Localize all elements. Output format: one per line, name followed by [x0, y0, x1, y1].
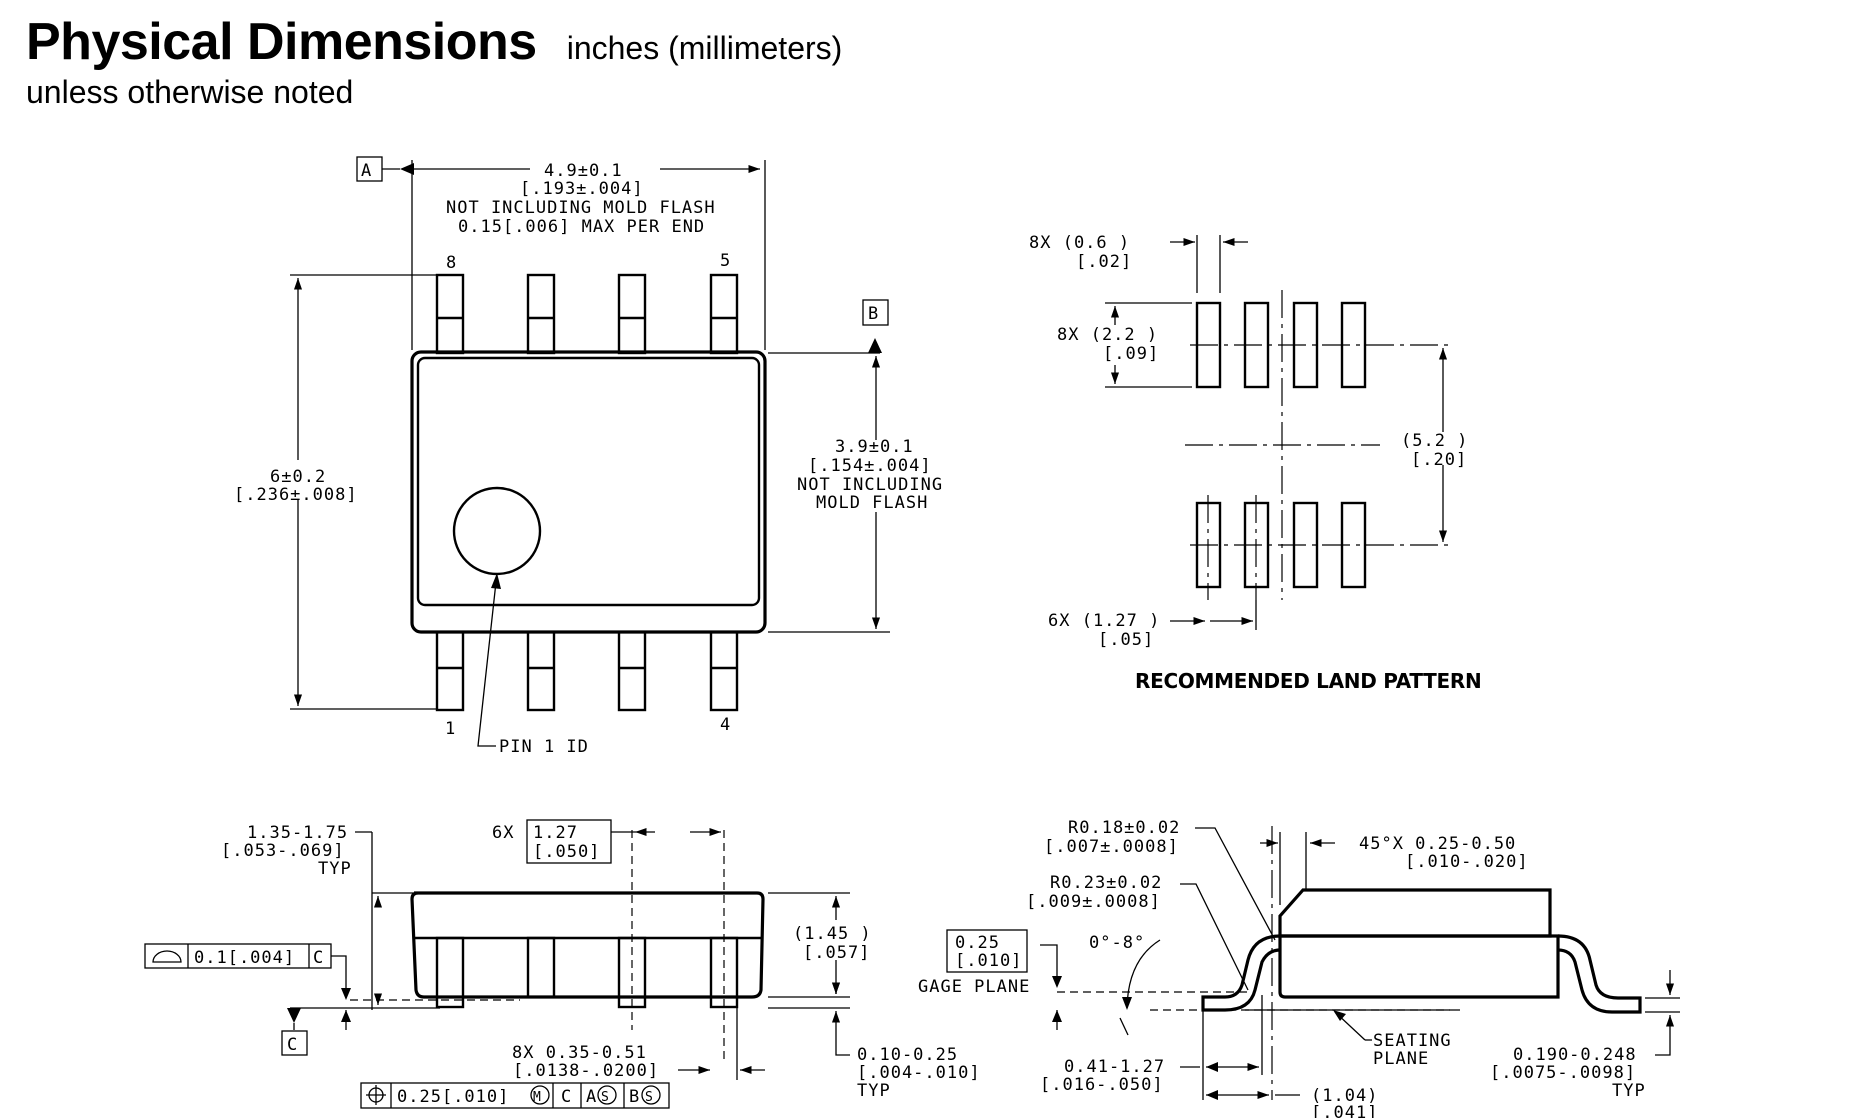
top-leads: [435, 273, 739, 355]
end-view-body: [1278, 888, 1552, 938]
row-span-mm: (5.2 ): [1401, 431, 1468, 451]
pad-width-in: [.02]: [1076, 252, 1132, 272]
position-datum-b: B: [629, 1087, 640, 1107]
length-mm: 4.9±0.1: [544, 161, 623, 181]
side-height-in: [.053-.069]: [221, 841, 345, 861]
land-pattern-caption: RECOMMENDED LAND PATTERN: [1135, 669, 1481, 693]
width-note-2: MOLD FLASH: [816, 493, 928, 513]
side-pitch-box: [526, 819, 612, 864]
side-pitch-mm: 1.27: [533, 823, 578, 843]
flatness-datum: C: [313, 948, 324, 968]
side-view-body: [410, 891, 765, 999]
gage-mm: 0.25: [955, 933, 1000, 953]
top-view: A 4.9±0.1 [.193±.004] NOT INCLUDING MOLD…: [234, 156, 943, 757]
position-datum-c: C: [561, 1087, 572, 1107]
datum-b-box: [862, 299, 889, 326]
datum-c-box: [281, 1030, 308, 1056]
side-view: 1.35-1.75 [.053-.069] TYP 6X 1.27 [.050]…: [144, 819, 981, 1109]
units-label: inches (millimeters): [566, 30, 843, 66]
gage-in: [.010]: [955, 951, 1022, 971]
side-pitch-in: [.050]: [533, 842, 600, 862]
row-span-in: [.20]: [1411, 450, 1467, 470]
datum-c-label: C: [287, 1035, 298, 1055]
width-in: [.154±.004]: [808, 456, 932, 476]
side-height-typ: TYP: [318, 859, 352, 879]
datum-b-label: B: [868, 304, 879, 324]
position-rfs-b: S: [645, 1090, 654, 1105]
package-body-inner: [416, 356, 761, 607]
lead-width-mm: 8X 0.35-0.51: [512, 1043, 647, 1063]
lead-thickness-typ: TYP: [1612, 1081, 1646, 1101]
standoff-mm: 0.10-0.25: [857, 1045, 958, 1065]
foot-ref-in: [.041]: [1311, 1103, 1378, 1118]
width-mm: 3.9±0.1: [835, 437, 914, 457]
pin-8-label: 8: [446, 253, 457, 273]
gage-box: [946, 929, 1028, 973]
land-pattern: 8X (0.6 ) [.02] 8X (2.2 ) [.09] (5.2 ) […: [1029, 233, 1482, 693]
lead-thickness-in: [.0075-.0098]: [1490, 1063, 1636, 1083]
lead-width-in: [.0138-.0200]: [513, 1061, 659, 1081]
side-body-mm: (1.45 ): [793, 924, 872, 944]
foot-length-in: [.016-.050]: [1040, 1075, 1164, 1095]
gage-plane-label: GAGE PLANE: [918, 977, 1030, 997]
flatness-tolerance: 0.1[.004]: [194, 948, 295, 968]
position-mmc: M: [533, 1090, 542, 1105]
length-note-1: NOT INCLUDING MOLD FLASH: [446, 198, 716, 218]
chamfer-mm: 45°X 0.25-0.50: [1359, 834, 1516, 854]
seating-plane-2: PLANE: [1373, 1049, 1429, 1069]
side-height-mm: 1.35-1.75: [247, 823, 348, 843]
radius-1-mm: R0.18±0.02: [1068, 818, 1180, 838]
foot-length-mm: 0.41-1.27: [1064, 1057, 1165, 1077]
pad-width-mm: 8X (0.6 ): [1029, 233, 1130, 253]
pad-height-mm: 8X (2.2 ): [1057, 325, 1158, 345]
pitch-in: [.05]: [1098, 630, 1154, 650]
side-pitch-prefix: 6X: [492, 823, 514, 843]
foot-ref-mm: (1.04): [1311, 1086, 1378, 1106]
package-body: [410, 350, 767, 634]
page-title: Physical Dimensions: [26, 13, 537, 71]
position-datum-a: A: [586, 1087, 597, 1107]
position-tolerance: 0.25[.010]: [397, 1087, 509, 1107]
position-fcf: [360, 1082, 670, 1109]
side-body-in: [.057]: [803, 943, 870, 963]
datum-a-label: A: [361, 161, 372, 181]
pad-height-in: [.09]: [1103, 344, 1159, 364]
angle-label: 0°-8°: [1089, 933, 1145, 953]
radius-1-in: [.007±.0008]: [1044, 837, 1179, 857]
title-line: Physical Dimensions inches (millimeters): [26, 12, 842, 72]
height-mm: 6±0.2: [270, 467, 326, 487]
chamfer-in: [.010-.020]: [1405, 852, 1529, 872]
radius-2-mm: R0.23±0.02: [1050, 873, 1162, 893]
width-note-1: NOT INCLUDING: [797, 475, 943, 495]
end-view: R0.18±0.02 [.007±.0008] R0.23±0.02 [.009…: [918, 818, 1680, 1118]
page-subtitle: unless otherwise noted: [26, 74, 354, 110]
length-in: [.193±.004]: [520, 179, 644, 199]
pin-5-label: 5: [720, 251, 731, 271]
bottom-leads: [435, 630, 739, 712]
position-rfs-a: S: [601, 1090, 610, 1105]
pitch-mm: 6X (1.27 ): [1048, 611, 1160, 631]
pin-1-label: 1: [445, 719, 456, 739]
standoff-typ: TYP: [857, 1081, 891, 1101]
height-in: [.236±.008]: [234, 485, 358, 505]
standoff-in: [.004-.010]: [857, 1063, 981, 1083]
radius-2-in: [.009±.0008]: [1026, 892, 1161, 912]
lead-thickness-mm: 0.190-0.248: [1513, 1045, 1637, 1065]
pin-4-label: 4: [720, 715, 731, 735]
seating-plane-1: SEATING: [1373, 1031, 1452, 1051]
pin-1-marker: [452, 486, 542, 576]
pin-1-id-label: PIN 1 ID: [499, 737, 589, 757]
length-note-2: 0.15[.006] MAX PER END: [458, 217, 705, 237]
